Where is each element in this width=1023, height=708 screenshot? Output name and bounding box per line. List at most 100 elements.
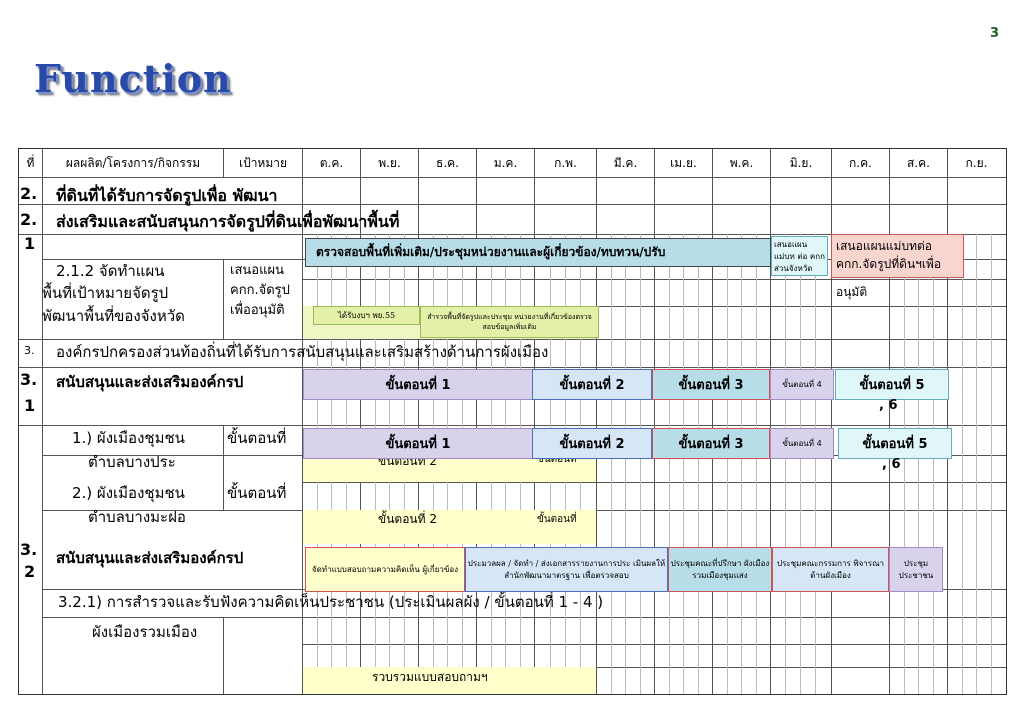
row-heading: สนับสนุนและส่งเสริมองค์กรป — [56, 373, 244, 391]
column-line — [476, 149, 477, 694]
week-line — [976, 234, 977, 694]
week-line — [962, 234, 963, 694]
header-oct: ต.ค. — [319, 155, 344, 170]
activity-text: 3.2.1) การสำรวจและรับฟังความคิดเห็นประชา… — [58, 593, 604, 611]
header-dec: ธ.ค. — [436, 155, 459, 170]
survey-sub-bar: สำรวจพื้นที่จัดรูปและประชุม หน่วยงานที่เ… — [420, 306, 599, 338]
week-line — [669, 234, 670, 694]
column-line — [654, 149, 655, 694]
row-heading: ส่งเสริมและสนับสนุนการจัดรูปที่ดินเพื่อพ… — [56, 212, 400, 231]
header-nov: พ.ย. — [378, 155, 401, 170]
header-project: ผลผลิต/โครงการ/กิจกรรม — [65, 155, 201, 170]
column-line — [534, 149, 535, 694]
week-line — [918, 234, 919, 694]
step56-label: , 6 — [879, 398, 898, 413]
activity-text: 2.1.2 จัดทำแผน — [56, 262, 165, 280]
column-line — [223, 617, 224, 694]
week-line — [727, 234, 728, 694]
week-line — [815, 234, 816, 694]
divider — [19, 425, 1006, 426]
activity-text: 2.) ผังเมืองชุมชน — [72, 484, 185, 502]
week-line — [611, 234, 612, 694]
column-line — [223, 259, 224, 339]
budget-bar: ได้รับงบฯ พย.55 — [313, 306, 420, 325]
row-number: 2. — [20, 184, 38, 203]
step1-bar: ขั้นตอนที่ 1 — [303, 428, 533, 459]
column-line — [418, 149, 419, 694]
column-line — [831, 149, 832, 694]
divider — [19, 177, 1006, 178]
header-jan: ม.ค. — [493, 155, 518, 170]
header-jun: มิ.ย. — [789, 155, 813, 170]
stage-label: ขั้นตอนที่ — [537, 514, 577, 525]
advisory-meeting-bar: ประชุมคณะที่ปรึกษา ผังเมืองรวมเมืองชุมแส… — [668, 547, 772, 592]
header-target: เป้าหมาย — [238, 155, 288, 170]
column-line — [42, 149, 43, 694]
public-meeting-bar: ประชุม ประชาชน — [889, 547, 943, 592]
row-heading: ที่ดินที่ได้รับการจัดรูปเพื่อ พัฒนา — [56, 186, 278, 205]
week-line — [698, 234, 699, 694]
activity-text: ผังเมืองรวมเมือง — [92, 623, 198, 641]
stage-label: ขั้นตอนที่ 2 — [378, 512, 437, 526]
progress-cell — [303, 510, 596, 544]
divider — [19, 234, 1006, 235]
week-line — [756, 234, 757, 694]
week-line — [933, 234, 934, 694]
column-line — [596, 149, 597, 694]
activity-text: พื้นที่เป้าหมายจัดรูป — [42, 284, 169, 302]
header-sep: ก.ย. — [965, 155, 988, 170]
header-no: ที่ — [26, 155, 35, 170]
column-line — [360, 149, 361, 694]
column-line — [223, 425, 224, 510]
step2-bar: ขั้นตอนที่ 2 — [532, 428, 652, 459]
progress-cell — [303, 455, 596, 482]
step4-bar: ขั้นตอนที่ 4 — [770, 428, 834, 459]
stage-label: รวบรวมแบบสอบถามฯ — [372, 670, 488, 684]
row-number: 2 — [24, 562, 36, 581]
header-feb: ก.พ. — [554, 155, 577, 170]
survey-task-bar: ตรวจสอบพื้นที่เพิ่มเติม/ประชุมหน่วยงานแล… — [305, 238, 771, 267]
row-number: 2. — [20, 210, 38, 229]
progress-cell — [303, 667, 596, 694]
divider — [19, 339, 1006, 340]
week-line — [785, 234, 786, 694]
step5-bar: ขั้นตอนที่ 5 — [835, 369, 949, 400]
week-line — [640, 234, 641, 694]
header-apr: เม.ย. — [670, 155, 697, 170]
step56-label: , 6 — [882, 457, 901, 472]
propose-plan-small: เสนอแผน แม่บท ต่อ คกก ส่วนจังหวัด — [771, 236, 828, 276]
header-may: พ.ค. — [729, 155, 754, 170]
row-heading: สนับสนุนและส่งเสริมองค์กรป — [56, 549, 244, 567]
column-line — [770, 149, 771, 694]
committee-meeting-bar: ประชุมคณะกรรมการ พิจารณาด้านผังเมือง — [772, 547, 889, 592]
row-number: 3. — [20, 370, 38, 389]
row-heading: องค์กรปกครองส่วนท้องถิ่นที่ได้รับการสนับ… — [56, 343, 549, 361]
step4-bar: ขั้นตอนที่ 4 — [770, 369, 834, 400]
activity-text: พัฒนาพื้นที่ของจังหวัด — [42, 307, 185, 325]
divider — [19, 367, 1006, 368]
process-report-bar: ประมวลผล / จัดทำ / ส่งเอกสารรายงานการประ… — [465, 547, 668, 592]
step2-bar: ขั้นตอนที่ 2 — [532, 369, 652, 400]
divider — [43, 617, 1006, 618]
activity-text: 1.) ผังเมืองชุมชน — [72, 429, 185, 447]
column-line — [947, 149, 948, 694]
step3-bar: ขั้นตอนที่ 3 — [652, 369, 770, 400]
header-jul: ก.ค. — [849, 155, 872, 170]
target-text: คกก.จัดรูป — [230, 283, 290, 298]
row-number: 3. — [24, 344, 35, 357]
column-line — [223, 149, 224, 177]
column-line — [712, 149, 713, 694]
row-number: 3. — [20, 540, 38, 559]
week-line — [625, 234, 626, 694]
week-line — [683, 234, 684, 694]
target-text: ขั้นตอนที่ — [227, 429, 287, 447]
step5-bar: ขั้นตอนที่ 5 — [838, 428, 952, 459]
column-line — [302, 149, 303, 694]
questionnaire-bar: จัดทำแบบสอบถามความคิดเห็น ผู้เกี่ยวข้อง — [305, 547, 465, 592]
propose-plan-cont: อนุมัติ — [836, 285, 868, 299]
page-number: 3 — [990, 26, 1000, 41]
target-text: เพื่ออนุมัติ — [230, 303, 285, 318]
stage-label: ขั้นตอนที่ — [537, 454, 577, 465]
week-line — [904, 234, 905, 694]
propose-plan-big: เสนอแผนแม่บทต่อ คกก.จัดรูปที่ดินฯเพื่อ — [831, 234, 964, 278]
